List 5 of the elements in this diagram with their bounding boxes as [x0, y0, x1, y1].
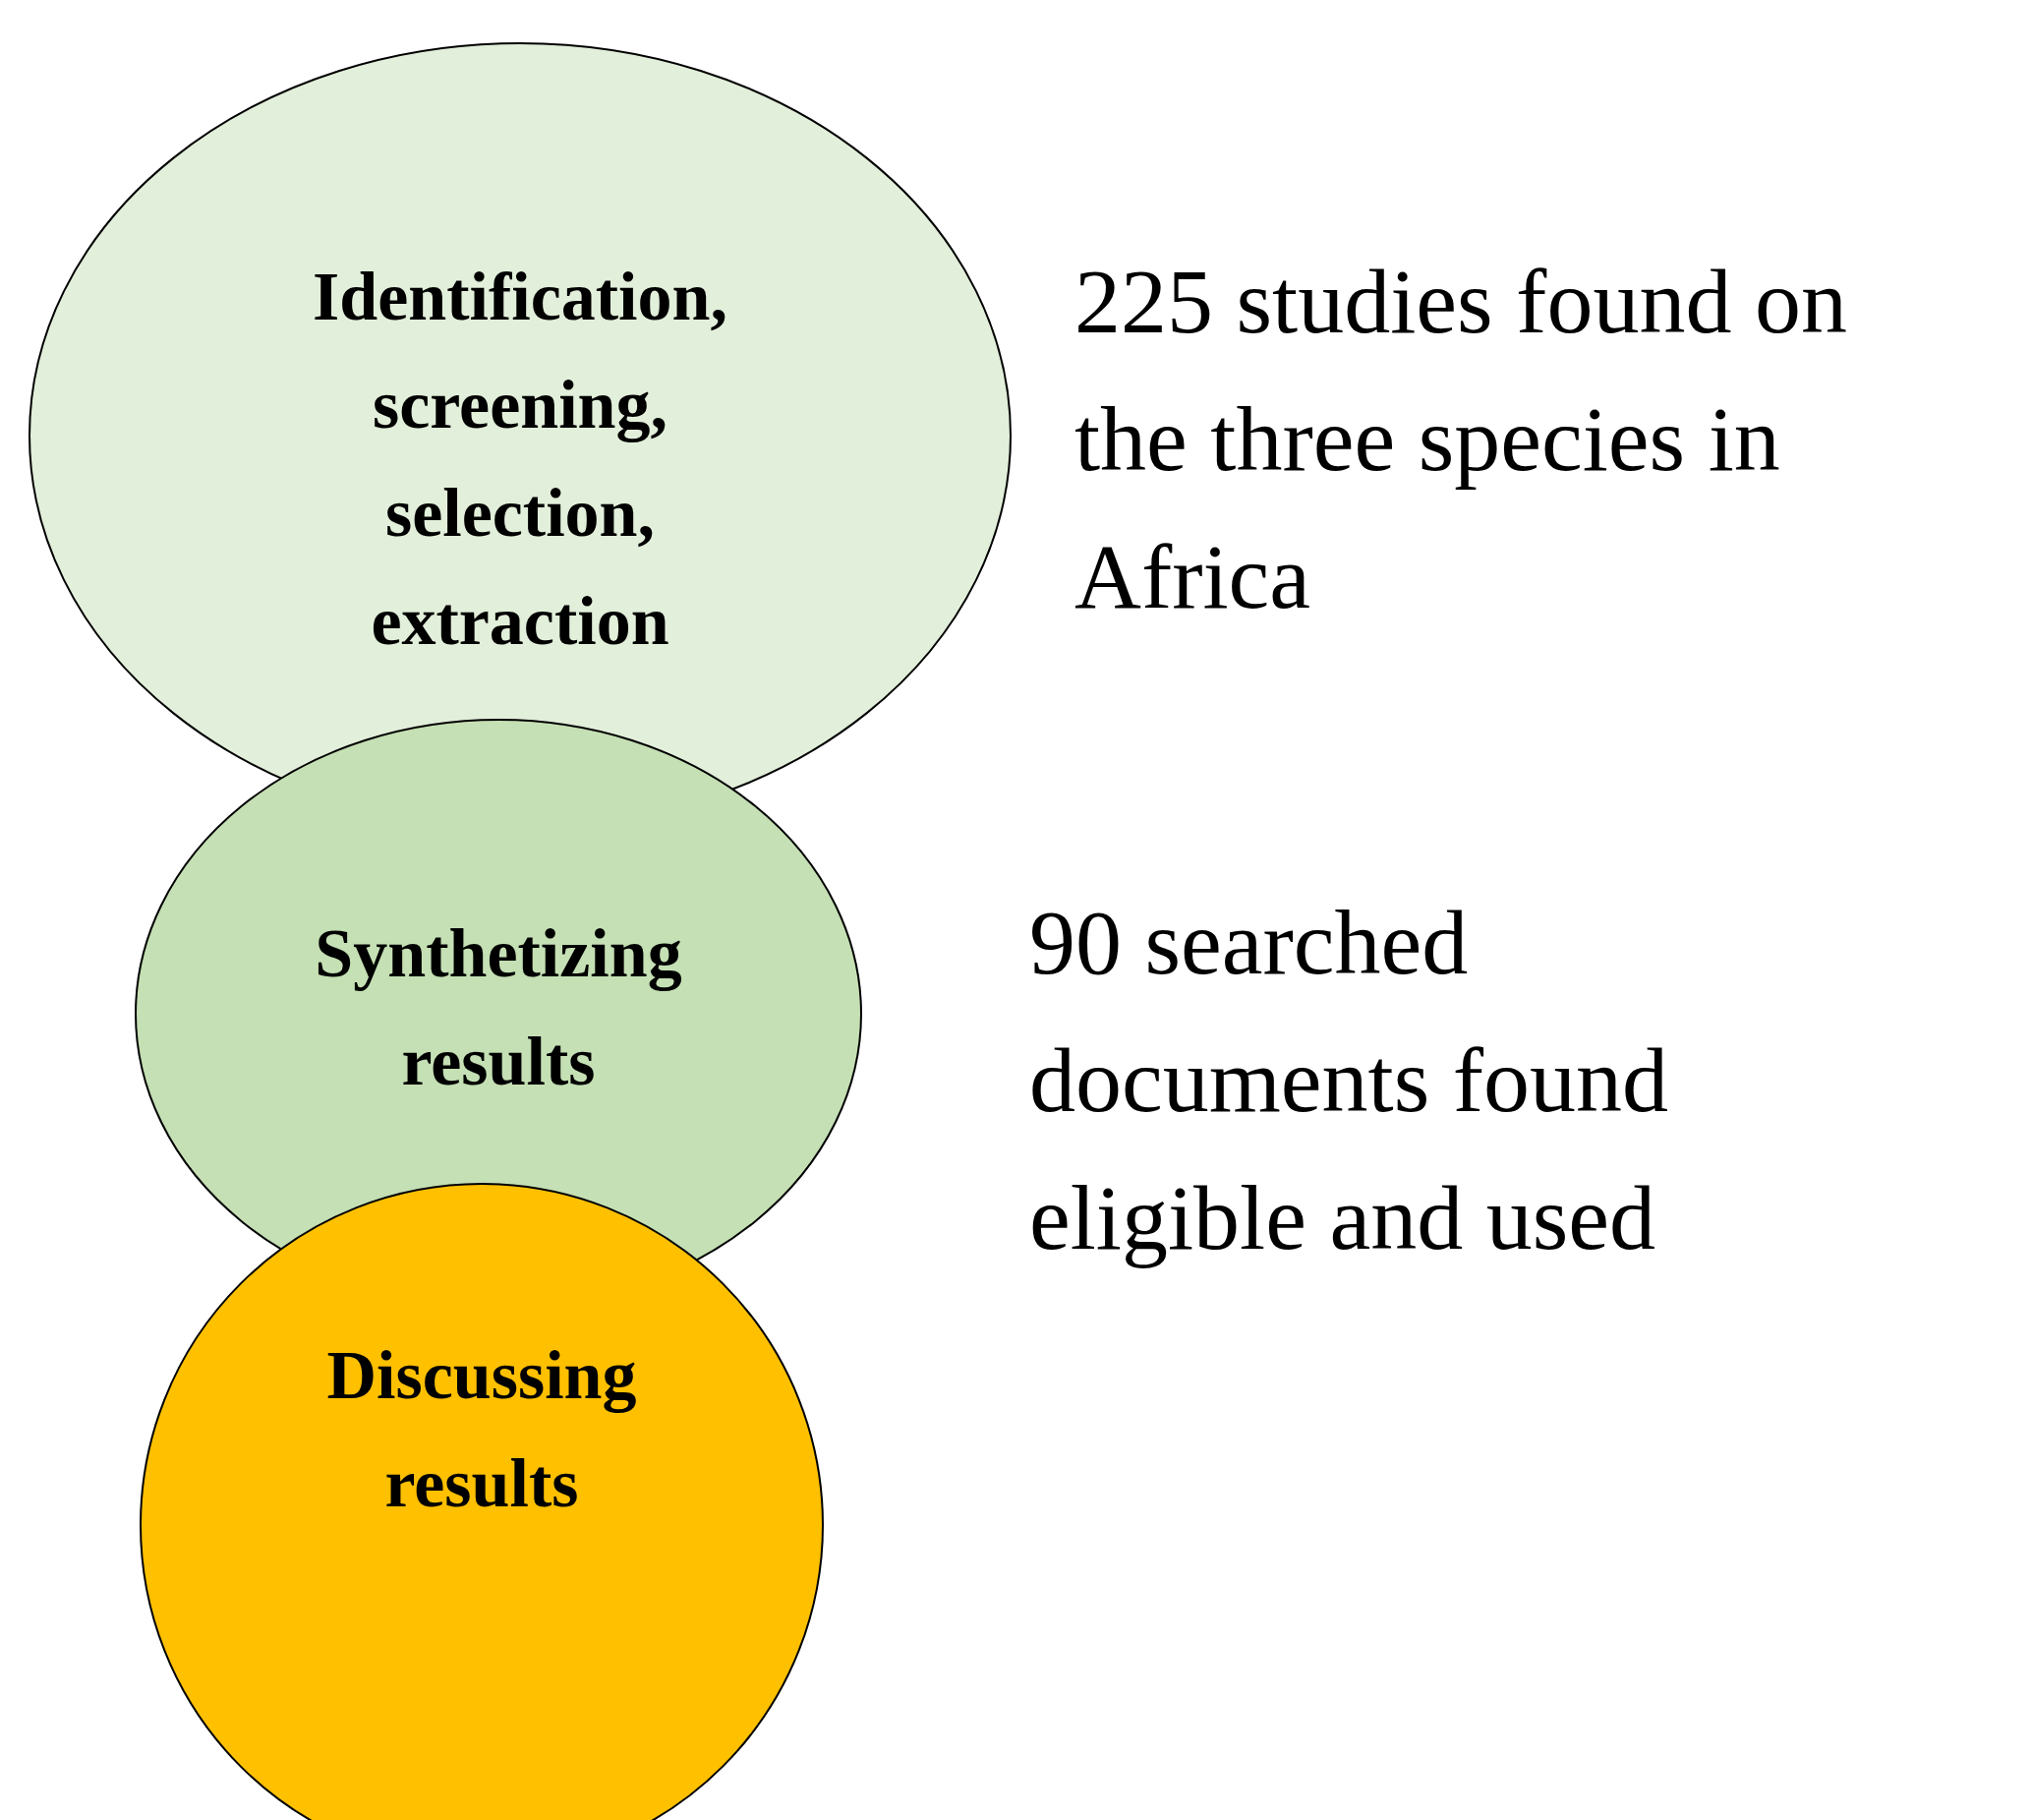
stage-label: Identification, screening, selection, extraction [312, 258, 728, 661]
count-note: 225 studies found on the three species in Africa [1074, 249, 1848, 629]
stage-label: Discussing results [325, 1335, 638, 1523]
count-note: 90 searched documents found eligible and used [1029, 890, 1670, 1270]
stage-label: Synthetizing results [314, 914, 683, 1101]
